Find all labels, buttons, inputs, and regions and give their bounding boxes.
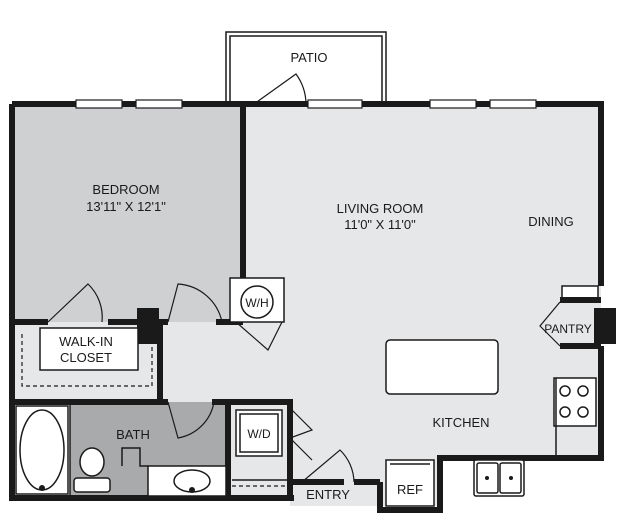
wd-label: W/D [247, 427, 271, 441]
pantry-door [539, 301, 561, 347]
water-heater [240, 285, 274, 319]
walk-in-label-line2: CLOSET [60, 350, 112, 365]
bedroom-door-swing [167, 283, 223, 323]
refrigerator [385, 459, 435, 507]
closet-dashed-rail [21, 334, 153, 387]
bedroom-dimensions: 13'11" X 12'1" [86, 199, 166, 214]
patio-wall [225, 31, 387, 104]
kitchen-label: KITCHEN [432, 415, 489, 430]
wd-unit [235, 409, 283, 457]
stove-burner-4 [577, 406, 589, 418]
closet-door-swing [47, 283, 103, 323]
toilet-bowl [79, 447, 105, 477]
stove-burner-1 [559, 385, 571, 397]
bedroom-label: BEDROOM [92, 182, 159, 197]
living-floor [243, 104, 601, 456]
patio-door [253, 73, 307, 105]
window-living-2 [429, 99, 477, 109]
entry-door-swing [301, 449, 355, 483]
wh-door-swing [235, 321, 283, 351]
tub-drain [39, 485, 45, 491]
walk-in-label-line1: WALK-IN [59, 334, 113, 349]
ref-label: REF [397, 482, 423, 497]
kitchen-floor-extension [160, 322, 250, 402]
patio-floor [226, 32, 386, 104]
stove-burner-3 [559, 406, 571, 418]
wd-closet-wall [228, 399, 293, 498]
bedroom-floor [12, 104, 243, 322]
kitchen-sink-drain-left [485, 476, 489, 480]
living-room-dimensions: 11'0" X 11'0" [344, 217, 416, 232]
kitchen-counter [439, 455, 557, 458]
sink-drain [189, 487, 195, 493]
wh-label: W/H [245, 296, 268, 310]
closet-pillar [137, 308, 159, 344]
window-living-1 [307, 99, 363, 109]
patio-inner-line [229, 35, 383, 104]
toilet-tank [73, 477, 111, 493]
stove-burner-2 [577, 385, 589, 397]
window-bedroom-1 [75, 99, 123, 109]
pantry-wall [560, 297, 601, 349]
kitchen-sink-drain-right [509, 476, 513, 480]
vanity-divider [121, 447, 148, 467]
outer-wall [9, 101, 604, 513]
entry-label: ENTRY [306, 487, 350, 502]
wd-bifold-door [288, 407, 314, 461]
living-room-label: LIVING ROOM [337, 201, 424, 216]
pantry-label: PANTRY [544, 322, 592, 336]
tub-basin [19, 409, 65, 491]
window-living-3 [489, 99, 537, 109]
stove [553, 377, 597, 427]
closet-shelf [39, 327, 139, 371]
bath-door-swing [167, 401, 215, 439]
bath-label: BATH [116, 427, 150, 442]
wd-unit-inner [239, 413, 279, 453]
patio-label: PATIO [290, 50, 327, 65]
dining-label: DINING [528, 214, 574, 229]
window-bedroom-2 [135, 99, 183, 109]
kitchen-island [385, 339, 499, 395]
pantry-pillar [594, 308, 616, 344]
